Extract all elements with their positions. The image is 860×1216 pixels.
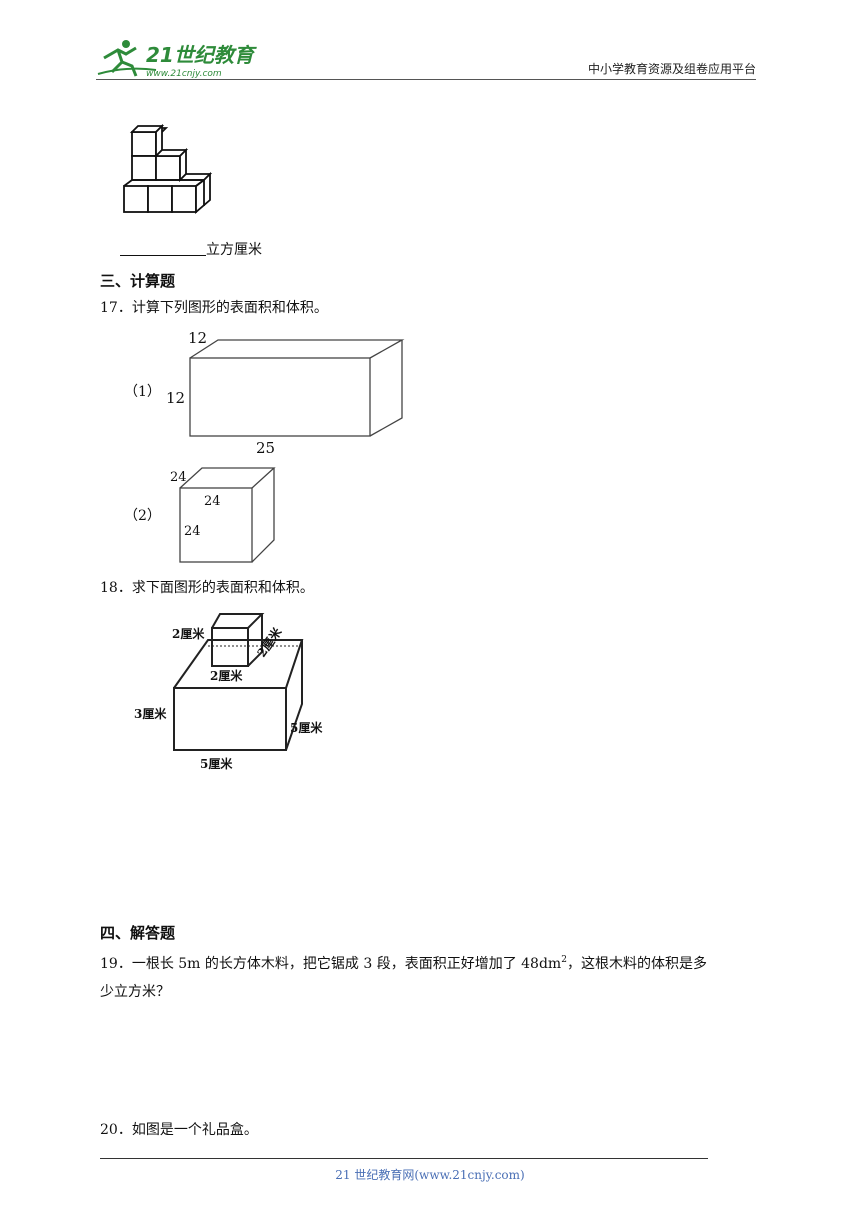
q17-part2-label: （2） [124, 508, 161, 524]
q19-line1: 19．一根长 5m 的长方体木料，把它锯成 3 段，表面积正好增加了 48dm2… [100, 950, 707, 974]
cube-top-label: 24 [170, 470, 187, 485]
q19-text-b: ，这根木料的体积是多 [566, 956, 707, 972]
header-platform-text: 中小学教育资源及组卷应用平台 [587, 62, 756, 76]
section-title-calc: 三、计算题 [100, 272, 176, 290]
runner-logo-icon: 21世纪教育 www.21cnjy.com [97, 40, 257, 79]
q17-part1-label: （1） [124, 384, 161, 400]
cuboid1-depth-label: 12 [188, 329, 208, 347]
footer-text: 21 世纪教育网(www.21cnjy.com) [335, 1168, 525, 1182]
footer-divider [100, 1158, 708, 1159]
section-title-solve: 四、解答题 [100, 924, 176, 942]
q18-text: 18．求下面图形的表面积和体积。 [100, 580, 314, 596]
cuboid-figure-1 [188, 338, 408, 442]
small-cube-width-label: 2厘米 [210, 669, 243, 683]
small-cube-height-label: 2厘米 [172, 627, 205, 641]
cube-depth-label: 24 [204, 494, 221, 509]
q19-line2: 少立方米？ [100, 984, 170, 1000]
cube-figure-2 [178, 466, 278, 570]
unit-label: 立方厘米 [206, 242, 262, 258]
header-divider [96, 79, 756, 80]
big-box-height-label: 3厘米 [134, 707, 167, 721]
answer-blank[interactable] [120, 241, 206, 256]
big-box-depth-label: 5厘米 [290, 721, 323, 735]
q17-text: 17．计算下列图形的表面积和体积。 [100, 300, 328, 316]
logo-text: 21世纪教育 [146, 43, 257, 67]
cube-height-label: 24 [184, 524, 201, 539]
combined-solid-figure [170, 612, 310, 758]
q16-answer-line: 立方厘米 [120, 240, 262, 260]
q19-superscript: 2 [561, 955, 567, 965]
cuboid1-height-label: 12 [166, 389, 186, 407]
site-logo: 21世纪教育 www.21cnjy.com [96, 36, 266, 80]
logo-url: www.21cnjy.com [146, 69, 222, 79]
stacked-cubes-figure [118, 123, 218, 222]
cuboid1-length-label: 25 [256, 439, 276, 457]
big-box-length-label: 5厘米 [200, 757, 233, 771]
q19-text-a: 19．一根长 5m 的长方体木料，把它锯成 3 段，表面积正好增加了 48dm [100, 956, 562, 972]
q20-text: 20．如图是一个礼品盒。 [100, 1122, 258, 1138]
